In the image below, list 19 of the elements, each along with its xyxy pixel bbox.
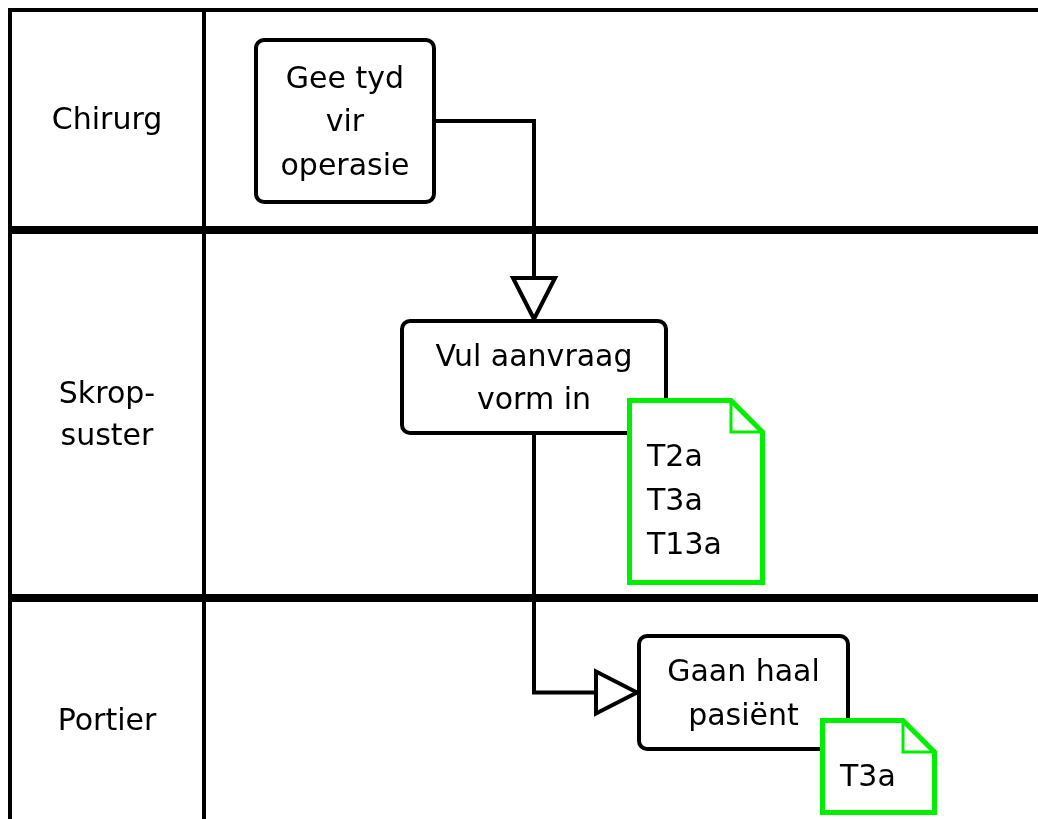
lane-label: Skrop-suster bbox=[57, 374, 157, 454]
task-box bbox=[637, 634, 850, 751]
task-label: Gee tyd vir operasie bbox=[279, 58, 411, 184]
document-label: T13a bbox=[647, 525, 723, 564]
flow-arrow bbox=[532, 435, 639, 716]
lane-label: Portier bbox=[56, 701, 158, 739]
lane-label: Chirurg bbox=[50, 100, 164, 138]
task-label: Gaan haal pasiënt bbox=[666, 652, 821, 734]
task-box bbox=[400, 319, 668, 435]
document-shape bbox=[627, 398, 765, 585]
swimlane bbox=[8, 598, 1038, 819]
swimlane bbox=[8, 8, 1038, 230]
document-shape bbox=[820, 718, 937, 815]
task-label: Vul aanvraag vorm in bbox=[434, 336, 634, 418]
document-label: T2a bbox=[647, 437, 704, 475]
document-label: T3a bbox=[647, 481, 704, 520]
flow-arrow bbox=[436, 119, 557, 321]
document-label: T3a bbox=[840, 757, 897, 795]
task-box bbox=[254, 38, 436, 204]
